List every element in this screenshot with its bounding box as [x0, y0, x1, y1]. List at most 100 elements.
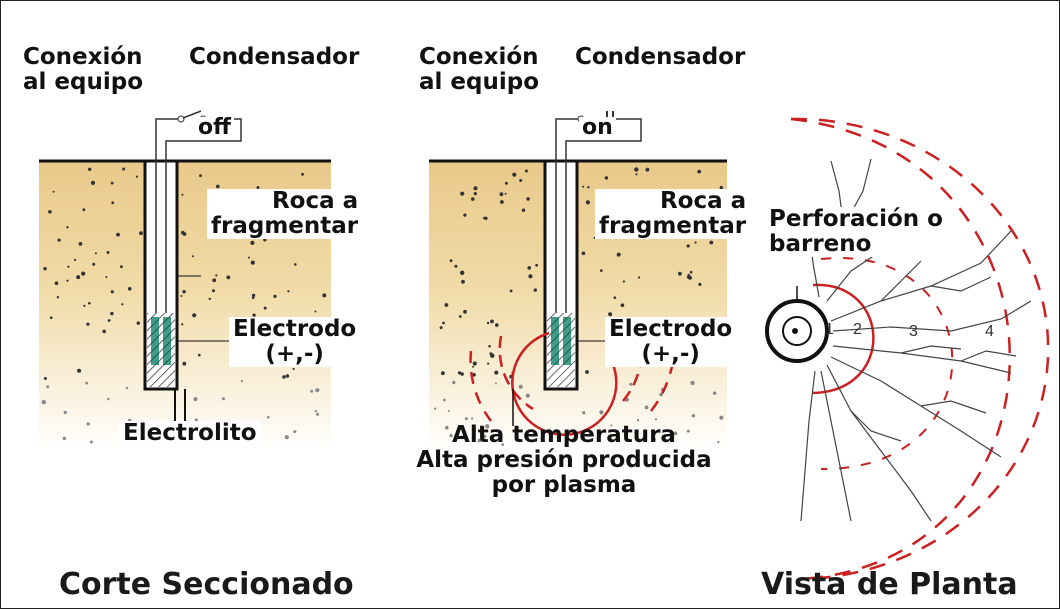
rock-grain — [691, 414, 696, 418]
rock-grain — [56, 296, 60, 299]
capacitor-label-left: Condensador — [189, 44, 360, 70]
zone-2-label: 2 — [853, 321, 862, 338]
rock-grain — [282, 375, 286, 379]
rock-grain — [107, 319, 111, 322]
rock-grain — [62, 436, 67, 441]
rock-grain — [442, 321, 445, 325]
rock-grain — [314, 310, 317, 313]
rock-grain — [526, 197, 530, 201]
rock-grain — [512, 172, 517, 177]
zone-4-arc — [790, 117, 1011, 581]
rock-grain — [73, 258, 77, 261]
rock-grain — [182, 290, 186, 294]
rock-grain — [63, 410, 67, 415]
rock-grain — [460, 270, 465, 275]
rock-grain — [127, 287, 132, 291]
rock-grain — [464, 417, 468, 421]
rock-grain — [226, 275, 231, 280]
rock-grain — [256, 186, 260, 189]
rock-grain — [638, 276, 641, 279]
rock-grain — [181, 323, 184, 326]
rock-grain — [301, 172, 304, 176]
rock-grain — [518, 384, 523, 389]
rock-grain — [607, 438, 610, 441]
rock-grain — [719, 415, 724, 420]
rock-grain — [473, 186, 478, 191]
rock-grain — [102, 329, 106, 334]
rock-grain — [110, 290, 114, 294]
rock-grain — [240, 380, 244, 383]
rock-grain — [181, 230, 185, 235]
rock-grain — [460, 191, 465, 196]
rock-grain — [273, 294, 277, 298]
electrode-label-middle: Electrodo (+,-) — [605, 317, 737, 367]
rock-grain — [46, 385, 50, 389]
connection-label-left: Conexión al equipo — [23, 44, 143, 95]
rock-grain — [587, 186, 590, 189]
rock-grain — [294, 263, 297, 266]
rock-grain — [77, 368, 82, 373]
rock-grain — [472, 373, 476, 377]
rock-grain — [212, 278, 217, 283]
rock-grain — [449, 434, 453, 438]
rock-grain — [442, 398, 446, 402]
rock-grain — [717, 440, 720, 444]
rock-grain — [285, 374, 290, 378]
rock-grain — [287, 290, 290, 293]
rock-grain — [461, 279, 465, 284]
rock-grain — [208, 297, 211, 301]
rock-grain — [247, 256, 250, 259]
rock-grain — [519, 179, 523, 182]
rock-grain — [616, 252, 621, 257]
rock-grain — [471, 417, 474, 420]
rock-grain — [458, 315, 462, 318]
zone-4-label: 4 — [985, 323, 994, 340]
rock-grain — [659, 392, 663, 397]
rock-grain — [489, 352, 493, 356]
rock-grain — [88, 167, 92, 171]
borehole-label: Perforación o barreno — [765, 207, 947, 257]
plasma-wave-left-outer — [469, 350, 492, 422]
rock-grain — [645, 167, 650, 172]
wire-middle-b — [565, 118, 642, 313]
rock-label-middle: Roca a fragmentar — [595, 189, 751, 239]
rock-grain — [43, 267, 47, 271]
rock-grain — [449, 259, 453, 263]
rock-grain — [221, 397, 225, 401]
rock-grain — [180, 295, 183, 297]
rock-grain — [463, 309, 467, 314]
zone-3-label: 3 — [909, 323, 918, 340]
rock-grain — [622, 280, 626, 283]
rock-grain — [709, 240, 714, 245]
rock-label-left: Roca a fragmentar — [207, 189, 363, 239]
rock-grain — [439, 326, 443, 330]
rock-grain — [66, 226, 69, 229]
rock-grain — [620, 303, 625, 308]
connection-label-middle: Conexión al equipo — [419, 44, 539, 95]
rock-grain — [251, 293, 256, 298]
rock-grain — [49, 316, 53, 320]
rock-grain — [585, 200, 591, 205]
rock-grain — [57, 238, 61, 242]
rock-grain — [191, 255, 194, 258]
wire-left-a — [155, 118, 179, 313]
rock-grain — [215, 274, 218, 277]
rock-grain — [694, 241, 697, 244]
rock-grain — [250, 240, 255, 245]
rock-grain — [582, 185, 585, 188]
rock-grain — [472, 365, 475, 368]
section-caption: Corte Seccionado — [59, 567, 354, 602]
rock-grain — [292, 367, 295, 370]
rock-grain — [441, 371, 445, 376]
rock-grain — [486, 321, 490, 325]
rock-grain — [599, 410, 604, 415]
rock-grain — [116, 232, 120, 237]
rock-grain — [473, 192, 477, 196]
rock-grain — [454, 264, 458, 268]
rock-grain — [482, 434, 487, 439]
borehole-center — [792, 328, 798, 334]
switch-contact-left-a — [177, 115, 185, 123]
plasma-wave-left — [498, 335, 534, 411]
rock-grain — [314, 410, 318, 413]
